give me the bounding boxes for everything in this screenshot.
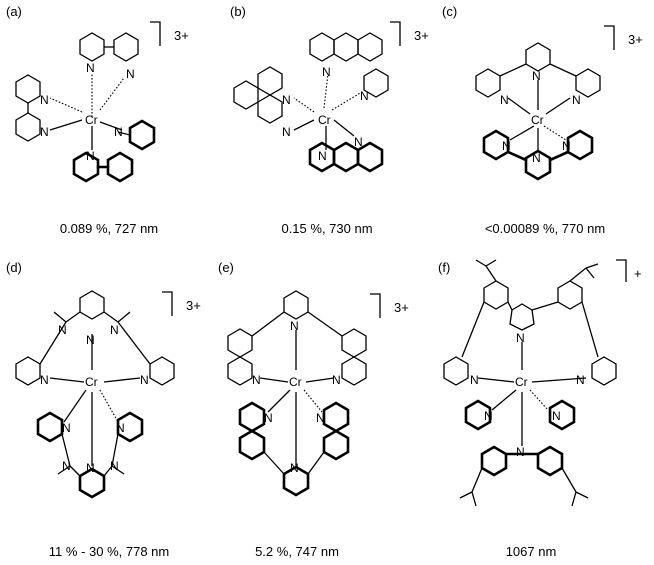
panel-label: (f) [438, 260, 451, 275]
panel-label: (d) [6, 260, 22, 275]
ligand-bottom [238, 401, 350, 497]
charge-bracket [604, 25, 615, 50]
nitrogen-label: N [532, 151, 541, 165]
charge-label: 3+ [174, 28, 189, 43]
nitrogen-label: N [86, 333, 95, 347]
ligand-top [15, 290, 175, 386]
bipyridine-left [15, 74, 41, 142]
nitrogen-label: N [470, 373, 479, 387]
nitrogen-label: N [40, 125, 49, 139]
nitrogen-label: N [282, 93, 291, 107]
panel-b: (b) 3+ N N N N N N Cr [218, 0, 436, 282]
nitrogen-label: N [360, 89, 369, 103]
charge-bracket [162, 291, 173, 316]
panel-label: (a) [6, 4, 22, 19]
panel-a: (a) 3+ N N N N N N [0, 0, 218, 282]
ligand-bottom [36, 411, 144, 499]
nitrogen-label: N [86, 149, 95, 163]
chromium-label: Cr [515, 375, 528, 389]
nitrogen-label: N [58, 323, 67, 337]
panel-caption: 5.2 %, 747 nm [255, 544, 339, 559]
nitrogen-label: N [322, 65, 331, 79]
nitrogen-label: N [552, 409, 561, 423]
nitrogen-label: N [86, 461, 95, 475]
phenanthroline-left [233, 66, 283, 124]
nitrogen-label: N [86, 61, 95, 75]
charge-bracket [616, 259, 627, 282]
chromium-label: Cr [85, 113, 98, 127]
nitrogen-label: N [572, 93, 581, 107]
phenanthroline-top [309, 32, 383, 62]
bipyridine-right [117, 119, 156, 151]
nitrogen-label: N [516, 331, 525, 345]
nitrogen-label: N [264, 411, 273, 425]
panel-caption: <0.00089 %, 770 nm [484, 221, 606, 236]
nitrogen-label: N [332, 373, 341, 387]
charge-label: 3+ [186, 298, 201, 313]
nitrogen-label: N [290, 319, 299, 333]
panel-label: (c) [442, 4, 458, 19]
nitrogen-label: N [354, 135, 363, 149]
panel-caption: 11 % - 30 %, 778 nm [48, 544, 170, 559]
chromium-label: Cr [531, 113, 544, 127]
charge-bracket [390, 21, 401, 46]
nitrogen-label: N [62, 459, 71, 473]
nitrogen-label: N [110, 459, 119, 473]
structure-e: N N N N N N Cr [227, 290, 381, 497]
bipyridine-top [79, 32, 139, 62]
ligand-bottom [459, 399, 589, 507]
nitrogen-label: N [562, 139, 571, 153]
nitrogen-label: N [500, 93, 509, 107]
nitrogen-label: N [318, 149, 327, 163]
panel-d: (d) 3+ N [0, 260, 218, 559]
nitrogen-label: N [532, 69, 541, 83]
charge-label: 3+ [414, 28, 429, 43]
charge-label: + [634, 266, 642, 281]
chromium-label: Cr [289, 375, 302, 389]
pyridine-upper [443, 301, 617, 386]
nitrogen-label: N [316, 411, 325, 425]
structure-a: N N N N N N Cr [15, 21, 161, 183]
carbazole-top [475, 259, 599, 331]
panel-label: (b) [230, 4, 246, 19]
nitrogen-label: N [116, 421, 125, 435]
nitrogen-label: N [252, 373, 261, 387]
charge-label: 3+ [394, 300, 409, 315]
phenanthroline-right [363, 68, 389, 98]
panel-caption: 0.089 %, 727 nm [59, 221, 159, 236]
nitrogen-label: N [114, 125, 123, 139]
nitrogen-label: N [290, 461, 299, 475]
panel-c: (c) 3+ N N N N N N Cr <0.00089 %, 770 [436, 0, 654, 282]
structure-d: N N N N N N N N N N Cr [15, 290, 175, 499]
charge-bracket [370, 293, 381, 318]
nitrogen-label: N [62, 421, 71, 435]
charge-bracket [150, 21, 161, 46]
bipyridine-bottom [72, 151, 134, 183]
terpyridine-top [475, 42, 601, 98]
nitrogen-label: N [576, 373, 585, 387]
nitrogen-label: N [126, 67, 135, 81]
nitrogen-label: N [484, 409, 493, 423]
nitrogen-label: N [282, 125, 291, 139]
panel-f: (f) + [436, 259, 654, 559]
panel-e: (e) 3+ N N N N N N [218, 260, 436, 559]
panel-caption: 1067 nm [505, 544, 557, 559]
nitrogen-label: N [516, 445, 525, 459]
chromium-label: Cr [85, 375, 98, 389]
chromium-label: Cr [318, 113, 331, 127]
panel-caption: 0.15 %, 730 nm [281, 221, 373, 236]
panel-label: (e) [218, 260, 234, 275]
structure-c: N N N N N N Cr [475, 25, 615, 181]
nitrogen-label: N [40, 373, 49, 387]
nitrogen-label: N [502, 139, 511, 153]
structure-f: N N N N N N Cr [443, 259, 627, 507]
nitrogen-label: N [40, 93, 49, 107]
phenanthroline-bottom [308, 141, 384, 173]
structure-b: N N N N N N Cr [233, 21, 401, 173]
ligand-top [227, 290, 367, 386]
nitrogen-label: N [140, 373, 149, 387]
nitrogen-label: N [110, 323, 119, 337]
charge-label: 3+ [628, 32, 643, 47]
